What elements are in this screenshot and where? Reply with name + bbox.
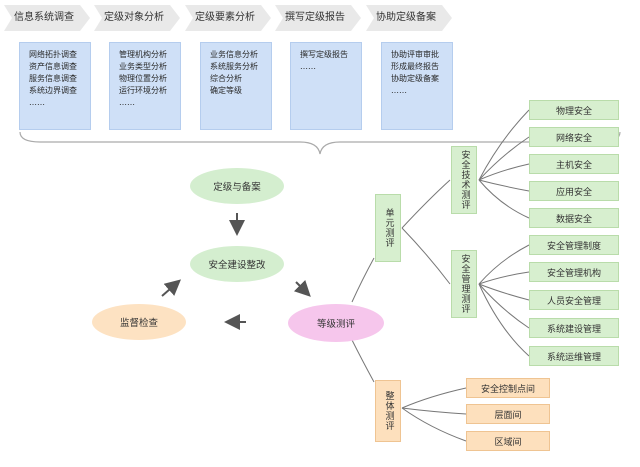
- report-box: 撰写定级报告 ……: [290, 42, 362, 130]
- box-item: 协助评审审批: [391, 50, 439, 59]
- arrow-inspection-to-rectify: [161, 279, 182, 297]
- box-item: 网络拓扑调查: [29, 50, 77, 59]
- box-item: 资产信息调查: [29, 62, 77, 71]
- box-item: 服务信息调查: [29, 74, 77, 83]
- step-object-analysis: 定级对象分析: [94, 5, 180, 31]
- leaf-data-security: 数据安全: [529, 208, 619, 228]
- step-filing: 协助定级备案: [366, 5, 452, 31]
- box-item: ……: [391, 86, 407, 95]
- leaf-operation: 系统运维管理: [529, 346, 619, 366]
- box-item: ……: [29, 98, 45, 107]
- grading-filing-node: 定级与备案: [190, 168, 284, 204]
- arrow-rectify-to-eval: [293, 279, 311, 297]
- box-item: 确定等级: [210, 86, 242, 95]
- leaf-control-points: 安全控制点间: [466, 378, 550, 398]
- step-factor-analysis: 定级要素分析: [185, 5, 271, 31]
- mgmt-eval-box: 安全管理测评: [451, 250, 477, 318]
- tech-eval-box: 安全技术测评: [451, 146, 477, 214]
- box-item: 业务类型分析: [119, 62, 167, 71]
- leaf-mgmt-org: 安全管理机构: [529, 262, 619, 282]
- leaf-personnel: 人员安全管理: [529, 290, 619, 310]
- step-label: 定级对象分析: [104, 12, 164, 23]
- box-item: 管理机构分析: [119, 50, 167, 59]
- leaf-physical-security: 物理安全: [529, 100, 619, 120]
- box-item: 综合分析: [210, 74, 242, 83]
- object-analysis-box: 管理机构分析 业务类型分析 物理位置分析 运行环境分析 ……: [109, 42, 181, 130]
- rectify-node: 安全建设整改: [190, 246, 284, 282]
- step-report: 撰写定级报告: [275, 5, 361, 31]
- leaf-layers: 层面间: [466, 404, 550, 424]
- leaf-network-security: 网络安全: [529, 127, 619, 147]
- step-label: 定级要素分析: [195, 12, 255, 23]
- leaf-mgmt-policy: 安全管理制度: [529, 235, 619, 255]
- box-item: 业务信息分析: [210, 50, 258, 59]
- leaf-construction: 系统建设管理: [529, 318, 619, 338]
- factor-analysis-box: 业务信息分析 系统服务分析 综合分析 确定等级: [200, 42, 272, 130]
- inspection-node: 监督检查: [92, 304, 186, 340]
- step-survey: 信息系统调查: [4, 5, 90, 31]
- box-item: 协助定级备案: [391, 74, 439, 83]
- step-label: 协助定级备案: [376, 12, 436, 23]
- leaf-app-security: 应用安全: [529, 181, 619, 201]
- box-item: 撰写定级报告: [300, 50, 348, 59]
- leaf-regions: 区域间: [466, 431, 550, 451]
- survey-box: 网络拓扑调查 资产信息调查 服务信息调查 系统边界调查 ……: [19, 42, 91, 130]
- box-item: ……: [119, 98, 135, 107]
- leaf-host-security: 主机安全: [529, 154, 619, 174]
- step-label: 信息系统调查: [14, 12, 74, 23]
- evaluation-node: 等级测评: [288, 304, 384, 342]
- box-item: 系统边界调查: [29, 86, 77, 95]
- box-item: ……: [300, 62, 316, 71]
- filing-box: 协助评审审批 形成最终报告 协助定级备案 ……: [381, 42, 453, 130]
- step-label: 撰写定级报告: [285, 12, 345, 23]
- box-item: 形成最终报告: [391, 62, 439, 71]
- box-item: 系统服务分析: [210, 62, 258, 71]
- unit-eval-box: 单元测评: [375, 194, 401, 262]
- box-item: 运行环境分析: [119, 86, 167, 95]
- box-item: 物理位置分析: [119, 74, 167, 83]
- overall-eval-box: 整体测评: [375, 380, 401, 442]
